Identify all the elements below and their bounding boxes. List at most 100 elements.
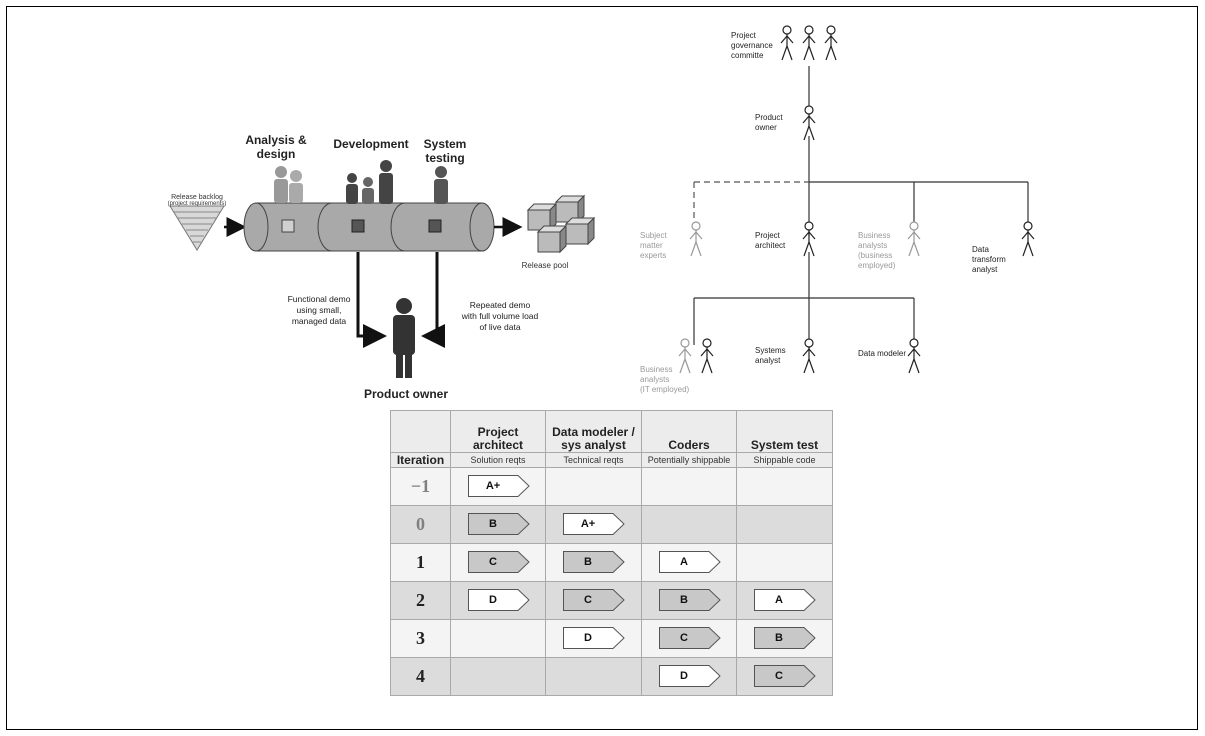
column-subheader: Technical reqts	[546, 453, 642, 468]
table-cell: C	[546, 582, 642, 620]
table-cell: C	[451, 544, 546, 582]
repeated-demo-line1: Repeated demo	[470, 300, 531, 310]
column-title-line2: Coders	[668, 438, 709, 452]
it-analysts-label-1: Business	[640, 365, 672, 374]
table-row: −1 A+	[391, 468, 833, 506]
table-cell: B	[451, 506, 546, 544]
column-title-line2: architect	[473, 438, 523, 452]
it-analysts-label-3: (IT employed)	[640, 385, 690, 394]
table-cell: A+	[546, 506, 642, 544]
it-analyst-person-icon-2	[701, 339, 713, 373]
business-analysts-label-4: employed)	[858, 261, 896, 270]
stage-testing-label: System	[424, 137, 467, 151]
column-title-line1: Project	[478, 425, 519, 439]
org-connectors	[694, 66, 1028, 348]
deliverable-tag-label: B	[754, 627, 804, 649]
development-team-icon	[346, 160, 393, 204]
deliverable-tag-label: A+	[468, 475, 518, 497]
governance-person-icon-3	[825, 26, 837, 60]
org-chart: Project governance committe Product owne…	[600, 0, 1200, 410]
iteration-header-top	[391, 411, 451, 453]
business-analysts-label-3: (business	[858, 251, 892, 260]
table-cell: C	[642, 620, 737, 658]
data-transform-label-3: analyst	[972, 265, 998, 274]
deliverable-tag-label: A	[754, 589, 804, 611]
table-cell: A	[642, 544, 737, 582]
it-analysts-label-2: analysts	[640, 375, 669, 384]
systems-analyst-label-2: analyst	[755, 356, 781, 365]
iteration-number: 3	[391, 620, 451, 658]
table-cell: A	[737, 582, 833, 620]
column-subheader: Potentially shippable	[642, 453, 737, 468]
governance-label-2: governance	[731, 41, 773, 50]
stage-testing-label-2: testing	[425, 151, 464, 165]
table-row: 0BA+	[391, 506, 833, 544]
sme-label-1: Subject	[640, 231, 667, 240]
data-modeler-person-icon	[908, 339, 920, 373]
deliverable-tag: C	[468, 551, 530, 573]
deliverable-tag: A+	[563, 513, 625, 535]
deliverable-tag-label: D	[659, 665, 709, 687]
column-title-line2: sys analyst	[561, 438, 626, 452]
column-subheader: Shippable code	[737, 453, 833, 468]
backlog-label: Release backlog	[171, 194, 223, 201]
deliverable-tag-label: C	[754, 665, 804, 687]
deliverable-tag-label: B	[659, 589, 709, 611]
project-architect-person-icon	[803, 222, 815, 256]
analysis-team-icon	[274, 166, 303, 203]
table-cell	[451, 658, 546, 696]
column-title-line1: Data modeler /	[552, 425, 635, 439]
deliverable-tag-label: D	[468, 589, 518, 611]
deliverable-tag-label: C	[563, 589, 613, 611]
iteration-number: 2	[391, 582, 451, 620]
deliverable-tag: D	[468, 589, 530, 611]
table-cell: A+	[451, 468, 546, 506]
deliverable-tag: B	[659, 589, 721, 611]
table-cell	[451, 620, 546, 658]
project-architect-label-2: architect	[755, 241, 786, 250]
deliverable-tag-label: D	[563, 627, 613, 649]
table-cell	[546, 468, 642, 506]
table-cell	[737, 544, 833, 582]
table-cell: D	[451, 582, 546, 620]
iteration-number: 1	[391, 544, 451, 582]
table-cell: B	[642, 582, 737, 620]
table-cell: B	[546, 544, 642, 582]
governance-label-1: Project	[731, 31, 757, 40]
stage-analysis-label-2: design	[257, 147, 296, 161]
iteration-table: Projectarchitect Data modeler /sys analy…	[390, 410, 833, 696]
deliverable-tag-label: C	[659, 627, 709, 649]
column-subheader: Solution reqts	[451, 453, 546, 468]
repeated-demo-line3: of live data	[479, 322, 520, 332]
data-transform-label-2: transform	[972, 255, 1006, 264]
systems-analyst-person-icon	[803, 339, 815, 373]
table-cell: B	[737, 620, 833, 658]
iteration-number: 4	[391, 658, 451, 696]
deliverable-tag: B	[754, 627, 816, 649]
testing-team-icon	[434, 166, 448, 204]
iteration-number: −1	[391, 468, 451, 506]
business-analysts-label-2: analysts	[858, 241, 887, 250]
table-subheader-row: Iteration Solution reqts Technical reqts…	[391, 453, 833, 468]
deliverable-tag: C	[659, 627, 721, 649]
functional-demo-line3: managed data	[292, 316, 347, 326]
deliverable-tag: C	[754, 665, 816, 687]
deliverable-tag: B	[563, 551, 625, 573]
table-row: 4 D C	[391, 658, 833, 696]
governance-label-3: committe	[731, 51, 764, 60]
column-header: Data modeler /sys analyst	[546, 411, 642, 453]
it-analyst-person-icon-1	[679, 339, 691, 373]
table-row: 3 D C B	[391, 620, 833, 658]
deliverable-tag: A	[754, 589, 816, 611]
systems-analyst-label-1: Systems	[755, 346, 786, 355]
deliverable-tag: B	[468, 513, 530, 535]
stage-development-label: Development	[333, 137, 408, 151]
deliverable-tag-label: A+	[563, 513, 613, 535]
deliverable-tag-label: A	[659, 551, 709, 573]
product-owner-person-icon	[803, 106, 815, 140]
deliverable-tag: A	[659, 551, 721, 573]
